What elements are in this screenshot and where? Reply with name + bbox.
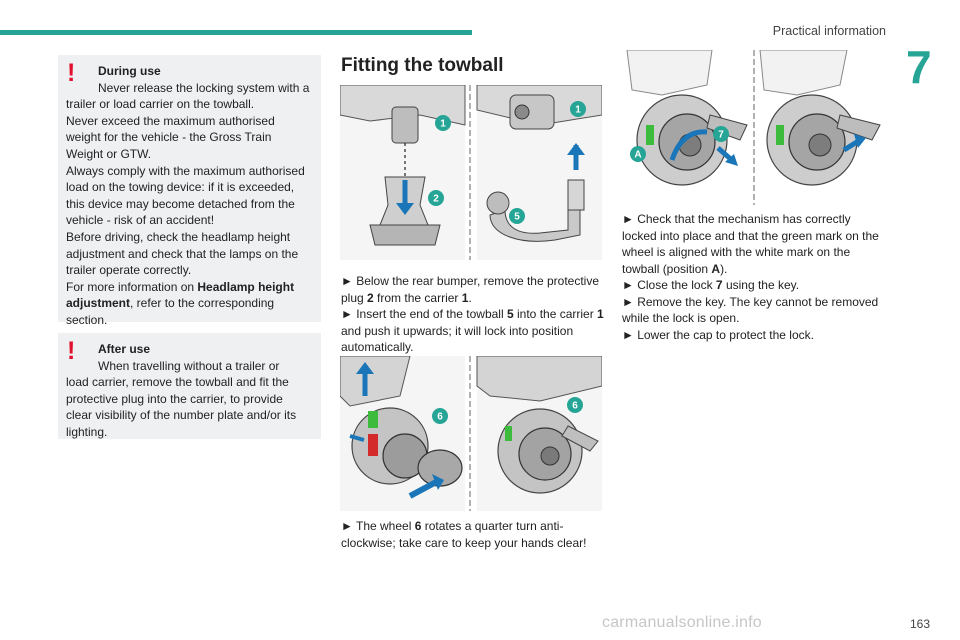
figure-wheel-rotation: 6 6 xyxy=(340,356,602,511)
warning-title: During use xyxy=(98,64,161,78)
callout-6b-badge xyxy=(567,397,583,413)
warning-first-line: When travelling without a trailer or xyxy=(98,358,280,373)
callout-7: 7 xyxy=(718,130,724,141)
fitting-steps-4-7: ► Check that the mechanism has correctly… xyxy=(622,211,888,343)
exclamation-icon: ! xyxy=(67,337,76,365)
warning-line: trailer or load carrier on the towball. xyxy=(66,97,255,112)
warning-line: Always comply with the maximum authorise… xyxy=(66,163,305,228)
callout-6: 6 xyxy=(437,412,443,423)
warning-line: Never exceed the maximum authorised weig… xyxy=(66,113,275,161)
step-remove-plug: ► Below the rear bumper, remove the prot… xyxy=(341,274,599,305)
callout-7-badge xyxy=(713,126,729,142)
warning-first-line: Never release the locking system with a xyxy=(98,80,310,95)
figure-close-lock: 7 A xyxy=(626,50,881,205)
exclamation-icon: ! xyxy=(67,59,76,87)
watermark: carmanualsonline.info xyxy=(602,614,762,631)
section-title: Practical information xyxy=(772,24,886,38)
step-insert-towball: ► Insert the end of the towball 5 into t… xyxy=(341,307,604,354)
callout-1-badge xyxy=(435,115,451,131)
callout-1b: 1 xyxy=(575,105,581,116)
fitting-steps-1-2: ► Below the rear bumper, remove the prot… xyxy=(341,273,605,356)
callout-2-badge xyxy=(428,190,444,206)
figure-remove-plug-insert-towball: 1 2 1 5 xyxy=(340,85,602,260)
header-accent-bar xyxy=(0,30,472,35)
warning-more-info: For more information on Headlamp height … xyxy=(66,279,295,327)
page-number: 163 xyxy=(909,617,930,631)
callout-6-badge xyxy=(432,408,448,424)
headlamp-reference: Headlamp height adjustment xyxy=(66,279,295,311)
warning-after-use: ! After use When travelling without a tr… xyxy=(58,333,321,439)
warning-during-use: ! During use Never release the locking s… xyxy=(58,55,321,327)
step-wheel-rotates: ► The wheel 6 rotates a quarter turn ant… xyxy=(341,519,587,550)
callout-A: A xyxy=(634,150,641,161)
warning-line: Before driving, check the headlamp heigh… xyxy=(66,229,299,278)
callout-5: 5 xyxy=(514,212,520,223)
callout-1: 1 xyxy=(440,119,446,130)
step-check-mechanism: ► Check that the mechanism has correctly… xyxy=(622,212,879,276)
step-remove-key: ► Remove the key. The key cannot be remo… xyxy=(622,294,879,326)
callout-A-badge xyxy=(630,146,646,162)
warning-body: load carrier, remove the towball and fit… xyxy=(66,375,297,439)
step-lower-cap: ► Lower the cap to protect the lock. xyxy=(622,327,814,342)
chapter-number: 7 xyxy=(906,41,932,93)
callout-6b: 6 xyxy=(572,401,578,412)
callout-2: 2 xyxy=(433,194,439,205)
fitting-step-3: ► The wheel 6 rotates a quarter turn ant… xyxy=(341,518,605,551)
warning-title: After use xyxy=(98,342,151,356)
callout-5-badge xyxy=(509,208,525,224)
step-close-lock: ► Close the lock 7 using the key. xyxy=(622,278,800,292)
callout-1b-badge xyxy=(570,101,586,117)
page-heading: Fitting the towball xyxy=(341,55,504,76)
